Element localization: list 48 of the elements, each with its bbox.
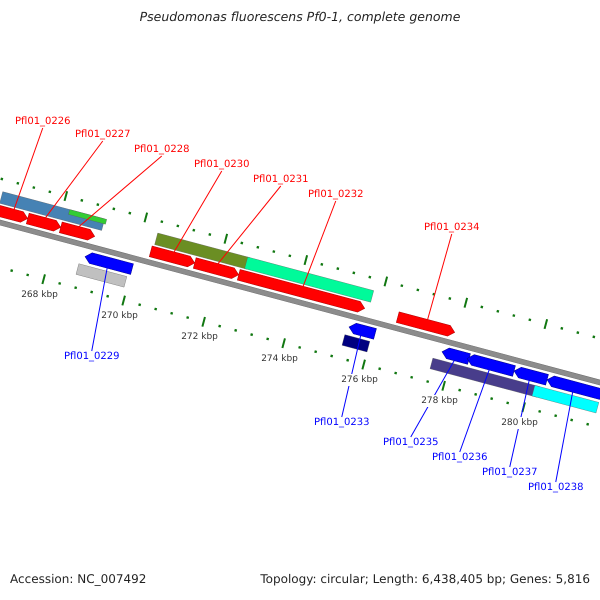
leader-line (555, 392, 574, 482)
gene-label: Pfl01_0234 (424, 222, 480, 234)
scale-label: 280 kbp (500, 416, 539, 429)
gene-label: Pfl01_0232 (308, 189, 364, 201)
gene-label: Pfl01_0231 (253, 174, 309, 186)
scale-label: 274 kbp (260, 352, 299, 365)
gene-label: Pfl01_0238 (528, 482, 584, 494)
leader-line (459, 370, 490, 452)
diagram-title: Pseudomonas fluorescens Pf0-1, complete genome (138, 11, 462, 23)
leader-line (302, 200, 336, 287)
leader-line (91, 268, 108, 352)
gene-label: Pfl01_0235 (383, 437, 439, 449)
scale-label: 278 kbp (420, 395, 459, 408)
gene-label: Pfl01_0226 (15, 116, 71, 128)
gene-label: Pfl01_0229 (64, 351, 120, 363)
scale-label: 276 kbp (340, 374, 379, 386)
gene-label: Pfl01_0228 (134, 144, 190, 156)
leader-line (78, 156, 162, 228)
gene-label: Pfl01_0230 (194, 159, 250, 171)
gene-label: Pfl01_0227 (75, 129, 131, 141)
leader-line (174, 170, 222, 252)
gene-block (84, 252, 134, 275)
leader-line (14, 128, 44, 210)
gene-block (59, 222, 95, 240)
gene-block (396, 312, 455, 336)
gene-block (237, 269, 365, 312)
scale-label: 272 kbp (180, 331, 219, 344)
gene-label: Pfl01_0236 (432, 452, 488, 464)
gene-block (0, 204, 28, 223)
gene-block (466, 354, 516, 377)
accession-text: Accession: NC_007492 (10, 573, 146, 585)
gene-block (348, 322, 377, 340)
gene-block (442, 348, 471, 365)
gene-label: Pfl01_0237 (482, 467, 538, 479)
scale-label: 268 kbp (20, 288, 59, 301)
genome-summary-text: Topology: circular; Length: 6,438,405 bp; Genes: 5,816 (260, 573, 590, 585)
gene-block (514, 366, 549, 386)
leader-line (427, 234, 452, 320)
gene-block (193, 258, 239, 279)
gene-block (546, 376, 600, 400)
scale-label: 270 kbp (100, 310, 139, 322)
gene-block (149, 246, 195, 268)
feature-bar (342, 334, 370, 352)
gene-label: Pfl01_0233 (314, 417, 370, 429)
leader-line (509, 380, 530, 468)
leader-line (218, 186, 282, 264)
feature-bar (76, 264, 127, 288)
leader-line (45, 140, 104, 218)
